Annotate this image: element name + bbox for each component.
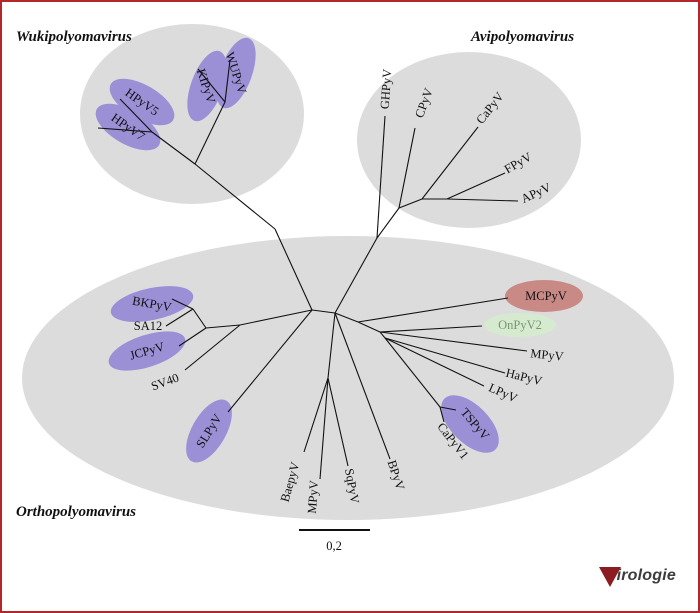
kipyv-highlight <box>187 50 227 122</box>
scale-label: 0,2 <box>326 539 342 553</box>
leaf-mcpyv: MCPyV <box>525 289 567 303</box>
leaf-bkpyv: BKPyV <box>131 294 172 315</box>
onpyv2-highlight <box>484 313 556 337</box>
genus-avipolyomavirus: Avipolyomavirus <box>470 29 574 45</box>
hpyv7-highlight <box>95 103 161 151</box>
avi-clade-background <box>357 52 581 228</box>
slpyv-highlight <box>186 399 232 463</box>
logo-v-mark-icon <box>598 567 621 587</box>
genus-orthopolyomavirus: Orthopolyomavirus <box>16 504 136 520</box>
genus-wukipolyomavirus: Wukipolyomavirus <box>16 29 132 45</box>
logo-text: irologie <box>616 567 676 584</box>
leaf-sqpyv: SqPyV <box>342 467 362 504</box>
leaf-sa12: SA12 <box>134 319 162 333</box>
leaf-mpyv-right: MPyV <box>530 346 565 363</box>
hpyv6-highlight <box>109 78 175 126</box>
leaf-onpyv2: OnPyV2 <box>498 318 542 332</box>
jcpyv-highlight <box>108 331 186 371</box>
bkpyv-highlight <box>110 286 194 322</box>
mcpyv-highlight <box>505 280 583 312</box>
tree-branches <box>97 59 528 480</box>
virologie-logo: irologie <box>598 563 676 589</box>
leaf-mpyv-bottom: MPyV <box>305 480 321 514</box>
leaf-ghpyv: GHPyV <box>378 68 395 109</box>
